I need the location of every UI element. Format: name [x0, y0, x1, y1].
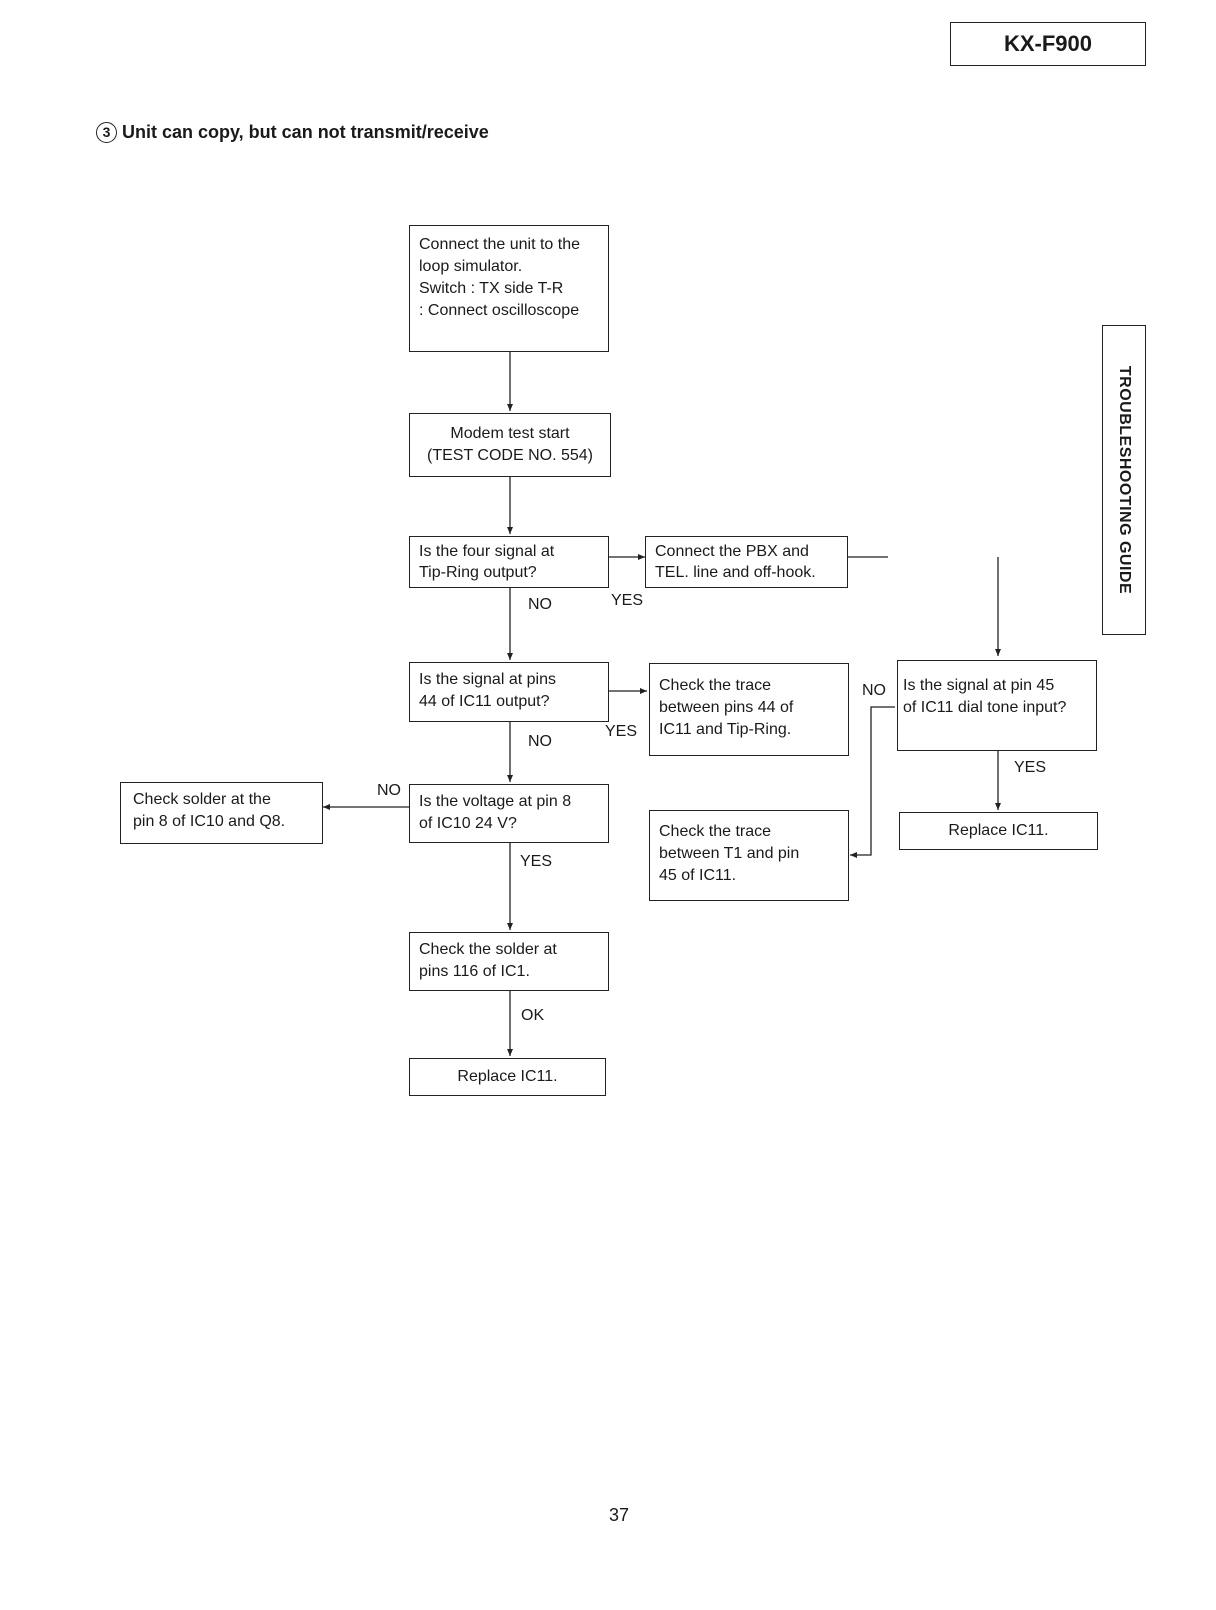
- connect-pbx-step: Connect the PBX and TEL. line and off-ho…: [645, 536, 848, 588]
- four-signal-decision: Is the four signal at Tip-Ring output?: [409, 536, 609, 588]
- replace-ic11-bottom-step: Replace IC11.: [409, 1058, 606, 1096]
- label-ok-solder: OK: [521, 1007, 545, 1024]
- signal-pins44-decision: Is the signal at pins 44 of IC11 output?: [409, 662, 609, 722]
- label-yes-four-signal: YES: [611, 592, 644, 609]
- label-yes-pin45: YES: [1014, 759, 1047, 776]
- check-trace-t1-step: Check the trace between T1 and pin 45 of…: [649, 810, 849, 901]
- page-number: 37: [609, 1505, 630, 1525]
- side-tab: TROUBLESHOOTING GUIDE: [1102, 325, 1146, 635]
- check-solder-116-step: Check the solder at pins 116 of IC1.: [409, 932, 609, 991]
- voltage-pin8-decision: Is the voltage at pin 8 of IC10 24 V?: [409, 784, 609, 843]
- replace-ic11-right-step: Replace IC11.: [899, 812, 1098, 850]
- arrow-pin45-no: [850, 706, 895, 858]
- label-yes-voltage: YES: [520, 853, 553, 870]
- connect-unit-step: Connect the unit to the loop simulator. …: [409, 225, 609, 352]
- section-number: 3: [96, 122, 117, 143]
- label-no-four-signal: NO: [528, 596, 552, 613]
- label-yes-pins44: YES: [605, 723, 638, 740]
- modem-test-step: Modem test start (TEST CODE NO. 554): [409, 413, 611, 477]
- model-number: KX-F900: [950, 22, 1146, 66]
- label-no-pins44: NO: [528, 733, 552, 750]
- signal-pin45-decision: Is the signal at pin 45 of IC11 dial ton…: [897, 660, 1097, 751]
- section-title-text: Unit can copy, but can not transmit/rece…: [122, 122, 489, 142]
- check-solder-pin8-step: Check solder at the pin 8 of IC10 and Q8…: [120, 782, 323, 844]
- label-no-pin45: NO: [862, 682, 886, 699]
- check-trace-44-step: Check the trace between pins 44 of IC11 …: [649, 663, 849, 756]
- label-no-voltage: NO: [377, 782, 401, 799]
